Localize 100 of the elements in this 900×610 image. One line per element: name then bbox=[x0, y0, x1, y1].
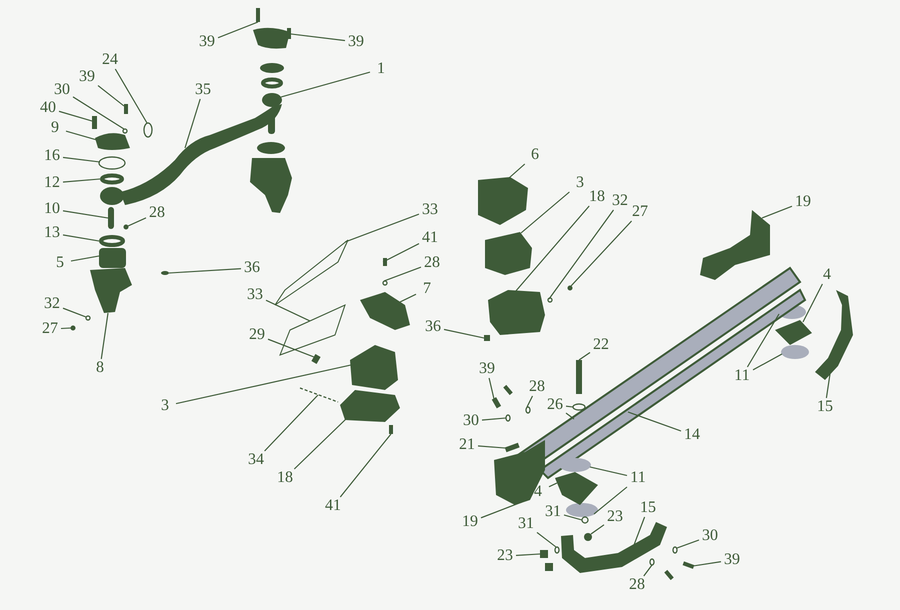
leader-line bbox=[526, 396, 533, 408]
leader-line bbox=[508, 164, 526, 178]
washer bbox=[649, 558, 655, 566]
callout-number: 31 bbox=[542, 503, 564, 521]
washer bbox=[672, 546, 678, 554]
leader-line bbox=[478, 445, 506, 449]
bolt bbox=[124, 104, 128, 114]
rubber-block bbox=[350, 345, 398, 390]
callout-number: 3 bbox=[154, 397, 176, 415]
bolt bbox=[383, 258, 387, 266]
leader-line bbox=[72, 96, 124, 130]
callout-number: 32 bbox=[41, 295, 63, 313]
leader-line bbox=[762, 206, 792, 219]
washer bbox=[382, 280, 388, 286]
leader-line bbox=[482, 417, 506, 421]
callout-number: 14 bbox=[681, 426, 703, 444]
callout-number: 39 bbox=[345, 33, 367, 51]
leader-line bbox=[400, 294, 416, 302]
callout-number: 27 bbox=[39, 320, 61, 338]
callout-number: 30 bbox=[51, 81, 73, 99]
callout-number: 16 bbox=[41, 147, 63, 165]
leader-line bbox=[344, 214, 420, 243]
rivet bbox=[70, 326, 76, 330]
callout-number: 28 bbox=[626, 576, 648, 594]
callout-number: 24 bbox=[99, 51, 121, 69]
leader-line bbox=[280, 72, 370, 98]
leader-line bbox=[294, 418, 346, 470]
callout-number: 1 bbox=[370, 60, 392, 78]
callout-number: 30 bbox=[699, 527, 721, 545]
leader-line bbox=[752, 354, 782, 370]
callout-number: 11 bbox=[627, 469, 649, 487]
rubber-block bbox=[478, 177, 528, 225]
bolt bbox=[504, 442, 520, 452]
callout-number: 22 bbox=[590, 336, 612, 354]
leader-line bbox=[643, 564, 652, 576]
bolt bbox=[389, 425, 393, 434]
washer bbox=[581, 516, 589, 524]
rubber-block bbox=[488, 290, 545, 335]
bolt bbox=[92, 116, 97, 129]
ring bbox=[99, 235, 125, 247]
washer bbox=[122, 128, 128, 134]
callout-number: 5 bbox=[49, 254, 71, 272]
leader-line bbox=[98, 85, 124, 106]
leader-line bbox=[264, 394, 318, 452]
strip bbox=[300, 387, 338, 403]
leader-line bbox=[218, 21, 258, 38]
pin bbox=[108, 207, 114, 229]
leader-line bbox=[566, 406, 574, 408]
callout-number: 28 bbox=[146, 204, 168, 222]
bracket bbox=[90, 268, 132, 313]
callout-number: 21 bbox=[456, 436, 478, 454]
callout-number: 41 bbox=[322, 497, 344, 515]
callout-number: 7 bbox=[416, 280, 438, 298]
rubber-block bbox=[340, 390, 400, 422]
bolt bbox=[492, 397, 502, 408]
callout-number: 19 bbox=[459, 513, 481, 531]
leader-line bbox=[100, 312, 109, 360]
leader-line bbox=[340, 434, 392, 498]
callout-number: 18 bbox=[274, 469, 296, 487]
bolt bbox=[287, 28, 291, 39]
leader-line bbox=[128, 217, 146, 226]
callout-number: 27 bbox=[629, 203, 651, 221]
rubber-block bbox=[485, 232, 532, 275]
leader-line bbox=[590, 466, 628, 476]
callout-number: 30 bbox=[460, 412, 482, 430]
bracket bbox=[561, 522, 667, 573]
pin bbox=[161, 271, 169, 275]
leader-line bbox=[114, 68, 148, 124]
bushing bbox=[262, 93, 282, 107]
bolt bbox=[682, 561, 694, 569]
leader-line bbox=[566, 412, 574, 420]
washer bbox=[554, 546, 560, 554]
callout-number: 41 bbox=[419, 229, 441, 247]
leader-line bbox=[66, 130, 98, 141]
roller bbox=[566, 503, 598, 517]
bolt bbox=[256, 8, 260, 22]
callout-number: 23 bbox=[494, 547, 516, 565]
leader-line bbox=[184, 98, 201, 148]
callout-number: 33 bbox=[419, 201, 441, 219]
leader-line bbox=[633, 516, 646, 546]
plate bbox=[95, 133, 130, 150]
leader-line bbox=[628, 411, 682, 432]
callout-number: 39 bbox=[76, 68, 98, 86]
leader-line bbox=[570, 220, 632, 286]
callout-number: 19 bbox=[792, 193, 814, 211]
bracket bbox=[700, 210, 770, 280]
callout-number: 34 bbox=[245, 451, 267, 469]
bracket bbox=[494, 440, 545, 505]
callout-number: 8 bbox=[89, 359, 111, 377]
callout-number: 29 bbox=[246, 326, 268, 344]
bolt bbox=[311, 354, 321, 364]
callout-number: 12 bbox=[41, 174, 63, 192]
nut bbox=[540, 550, 548, 558]
leader-line bbox=[62, 308, 86, 318]
callout-number: 26 bbox=[544, 396, 566, 414]
callout-number: 9 bbox=[44, 119, 66, 137]
washer bbox=[85, 315, 91, 321]
panel bbox=[274, 240, 348, 306]
callout-number: 40 bbox=[37, 99, 59, 117]
callout-number: 36 bbox=[241, 259, 263, 277]
